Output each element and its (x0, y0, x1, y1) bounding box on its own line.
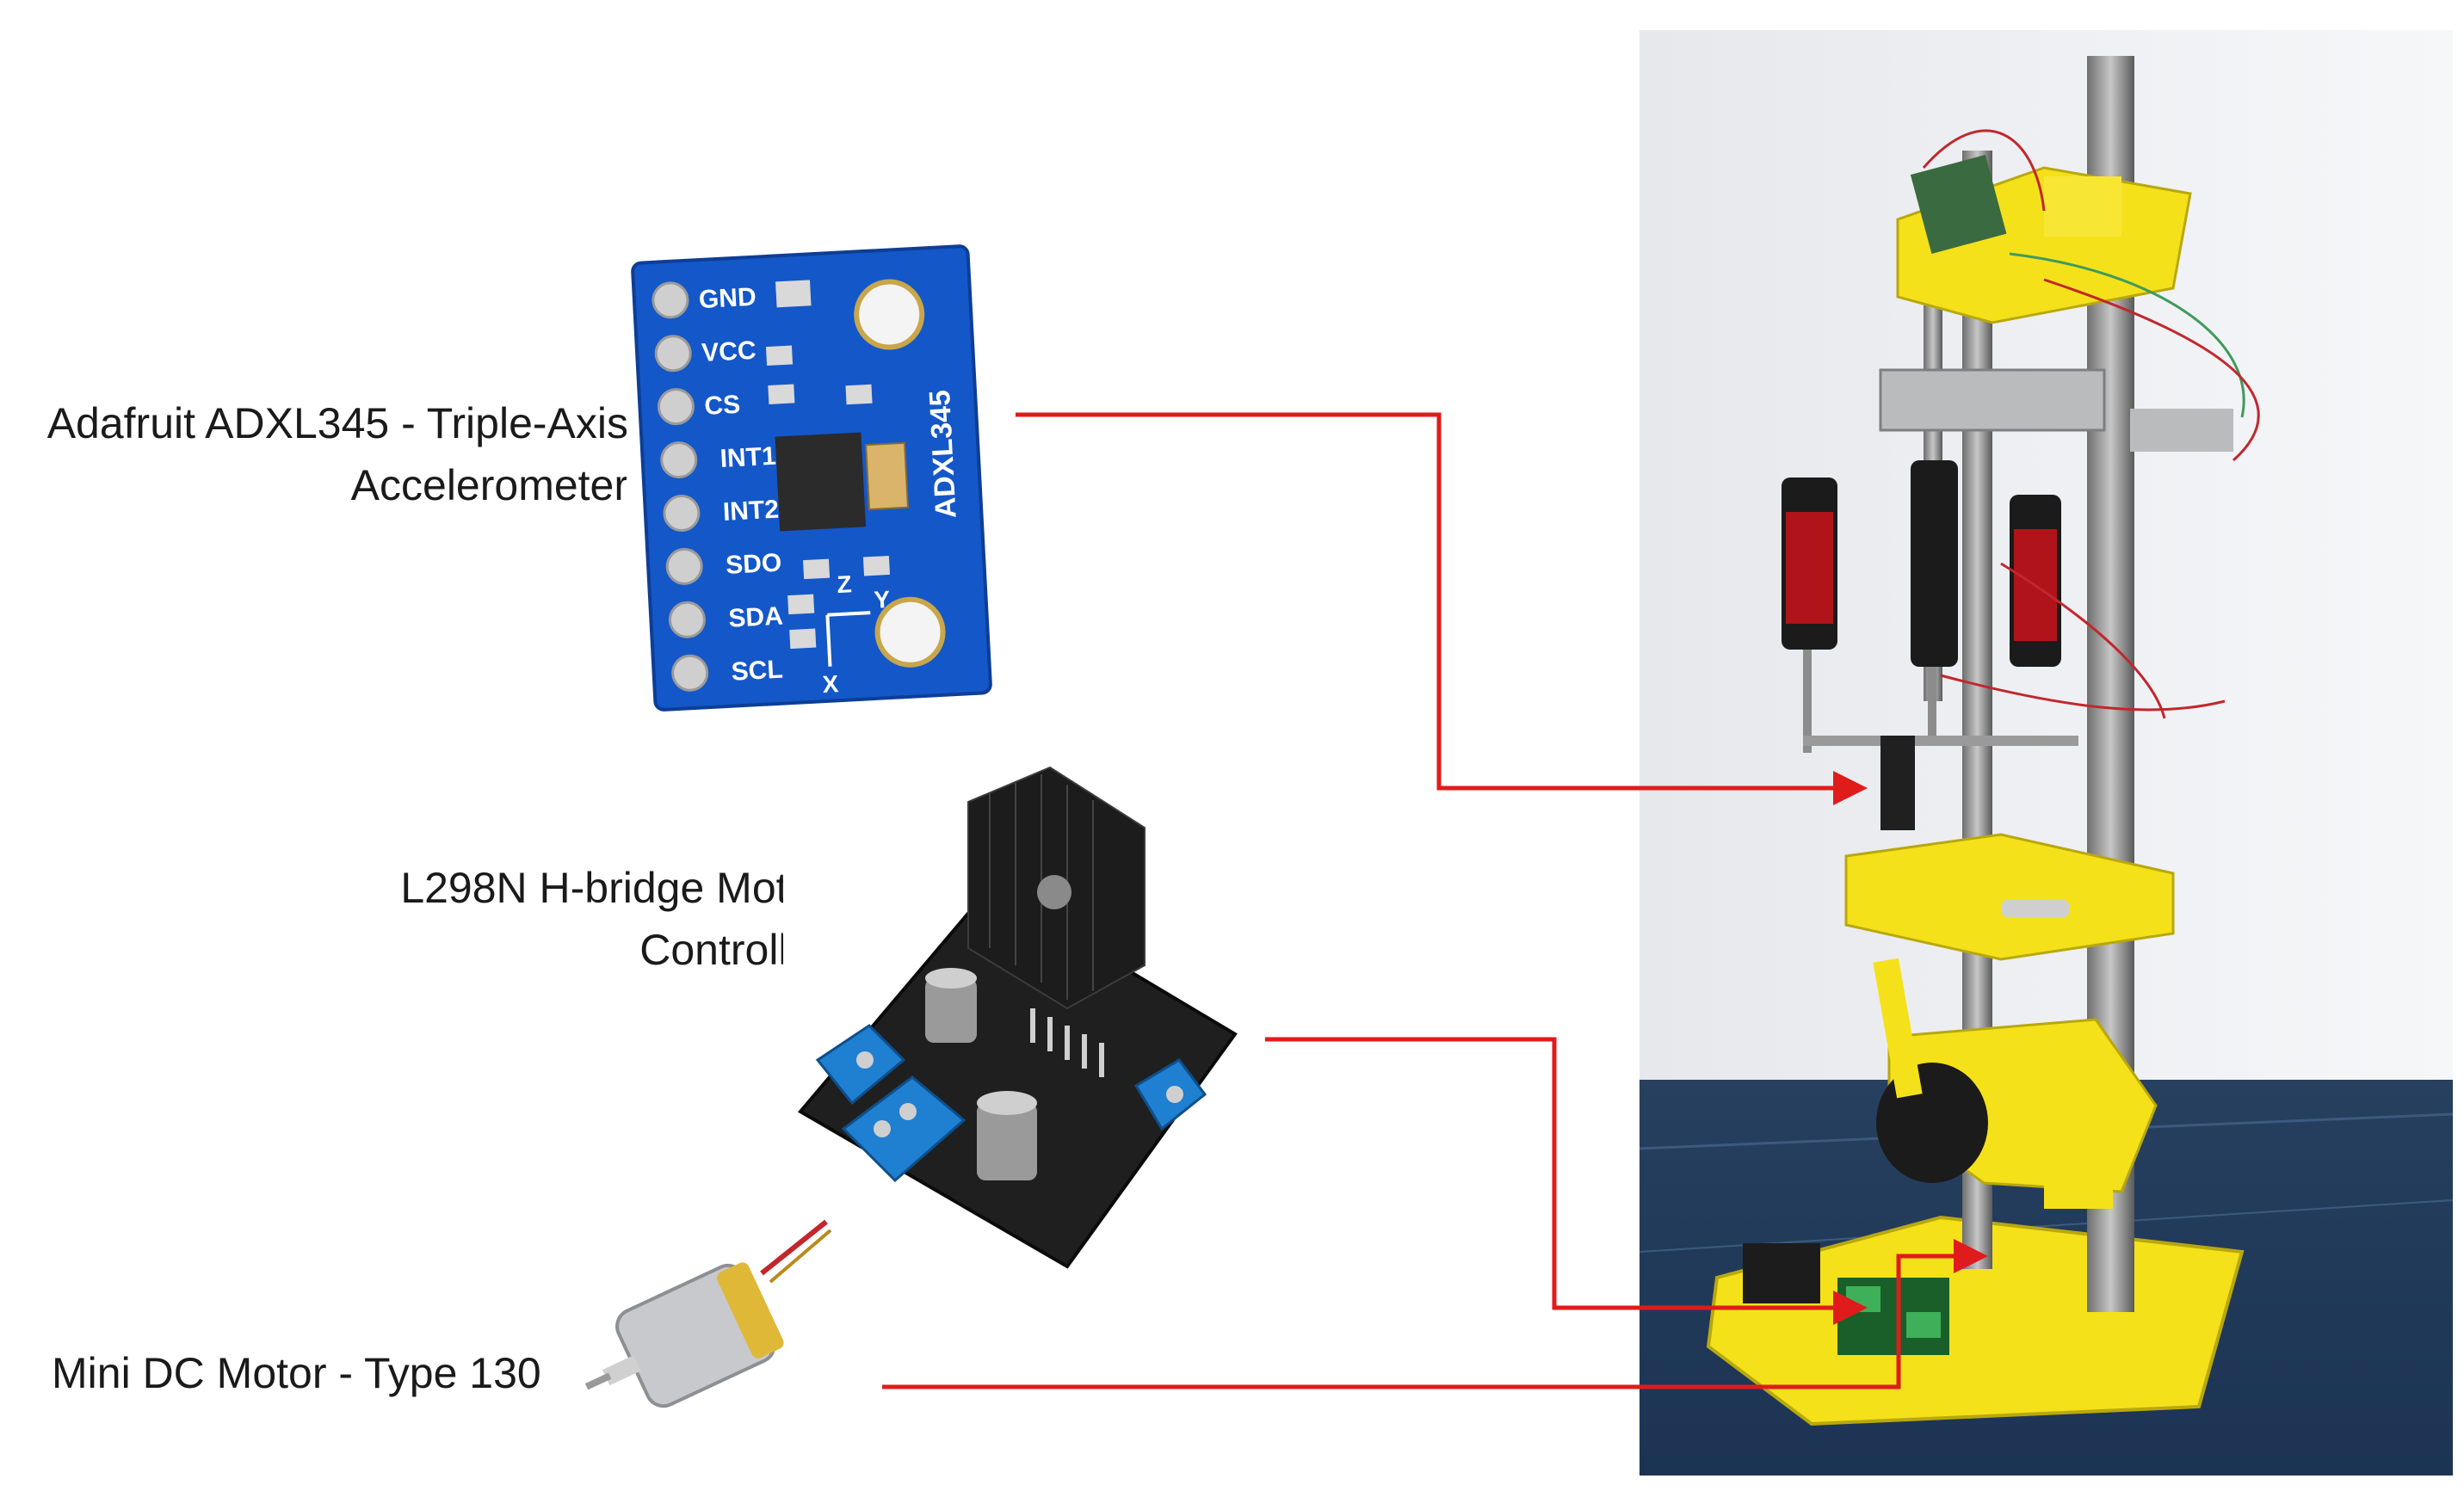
sensor-header (1880, 736, 1915, 830)
pin-label: INT2 (722, 496, 780, 527)
axis-label: Z (837, 570, 853, 598)
chip-label: ADXL345 (923, 389, 963, 519)
terminal-block (841, 1075, 966, 1183)
axis-label: X (822, 670, 840, 698)
pin-label: SDA (728, 602, 784, 633)
accelerometer-board-image: GND VCC CS INT1 INT2 SDO SDA SCL ADXL345 (627, 232, 1014, 723)
capacitor (925, 968, 977, 1043)
hbridge-label: L298N H-bridge Motor Controller (327, 857, 826, 981)
pin-label: GND (698, 283, 756, 314)
motor-label: Mini DC Motor - Type 130 (52, 1349, 541, 1397)
hbridge-label-line-2: Controller (639, 926, 826, 974)
middle-clamp (1844, 833, 2175, 961)
accelerometer-label: Adafruit ADXL345 - Triple-Axis Accelerom… (34, 392, 628, 516)
hbridge-pcb (797, 885, 1238, 1269)
accelerometer-mounted (1910, 154, 2007, 254)
accelerometer-chip (775, 432, 867, 532)
dc-motor-image (568, 1213, 835, 1463)
axis-label: Y (874, 586, 892, 613)
accelerometer-label-line-1: Adafruit ADXL345 - Triple-Axis (46, 399, 628, 447)
pin-label: VCC (701, 336, 756, 367)
solenoid-right (2010, 495, 2061, 667)
hbridge-board-image (783, 750, 1248, 1301)
hbridge-label-line-1: L298N H-bridge Motor (400, 864, 826, 912)
capacitor (977, 1091, 1037, 1180)
assembled-device-photo (1640, 30, 2453, 1476)
solenoid-center (1911, 460, 1958, 744)
gear-motor (1876, 1063, 1988, 1183)
pin-label: INT1 (719, 442, 777, 473)
pin-label: SCL (731, 656, 784, 687)
accelerometer-label-line-2: Accelerometer (350, 461, 628, 509)
pin-label: CS (704, 391, 741, 421)
pin-label: SDO (725, 549, 782, 580)
